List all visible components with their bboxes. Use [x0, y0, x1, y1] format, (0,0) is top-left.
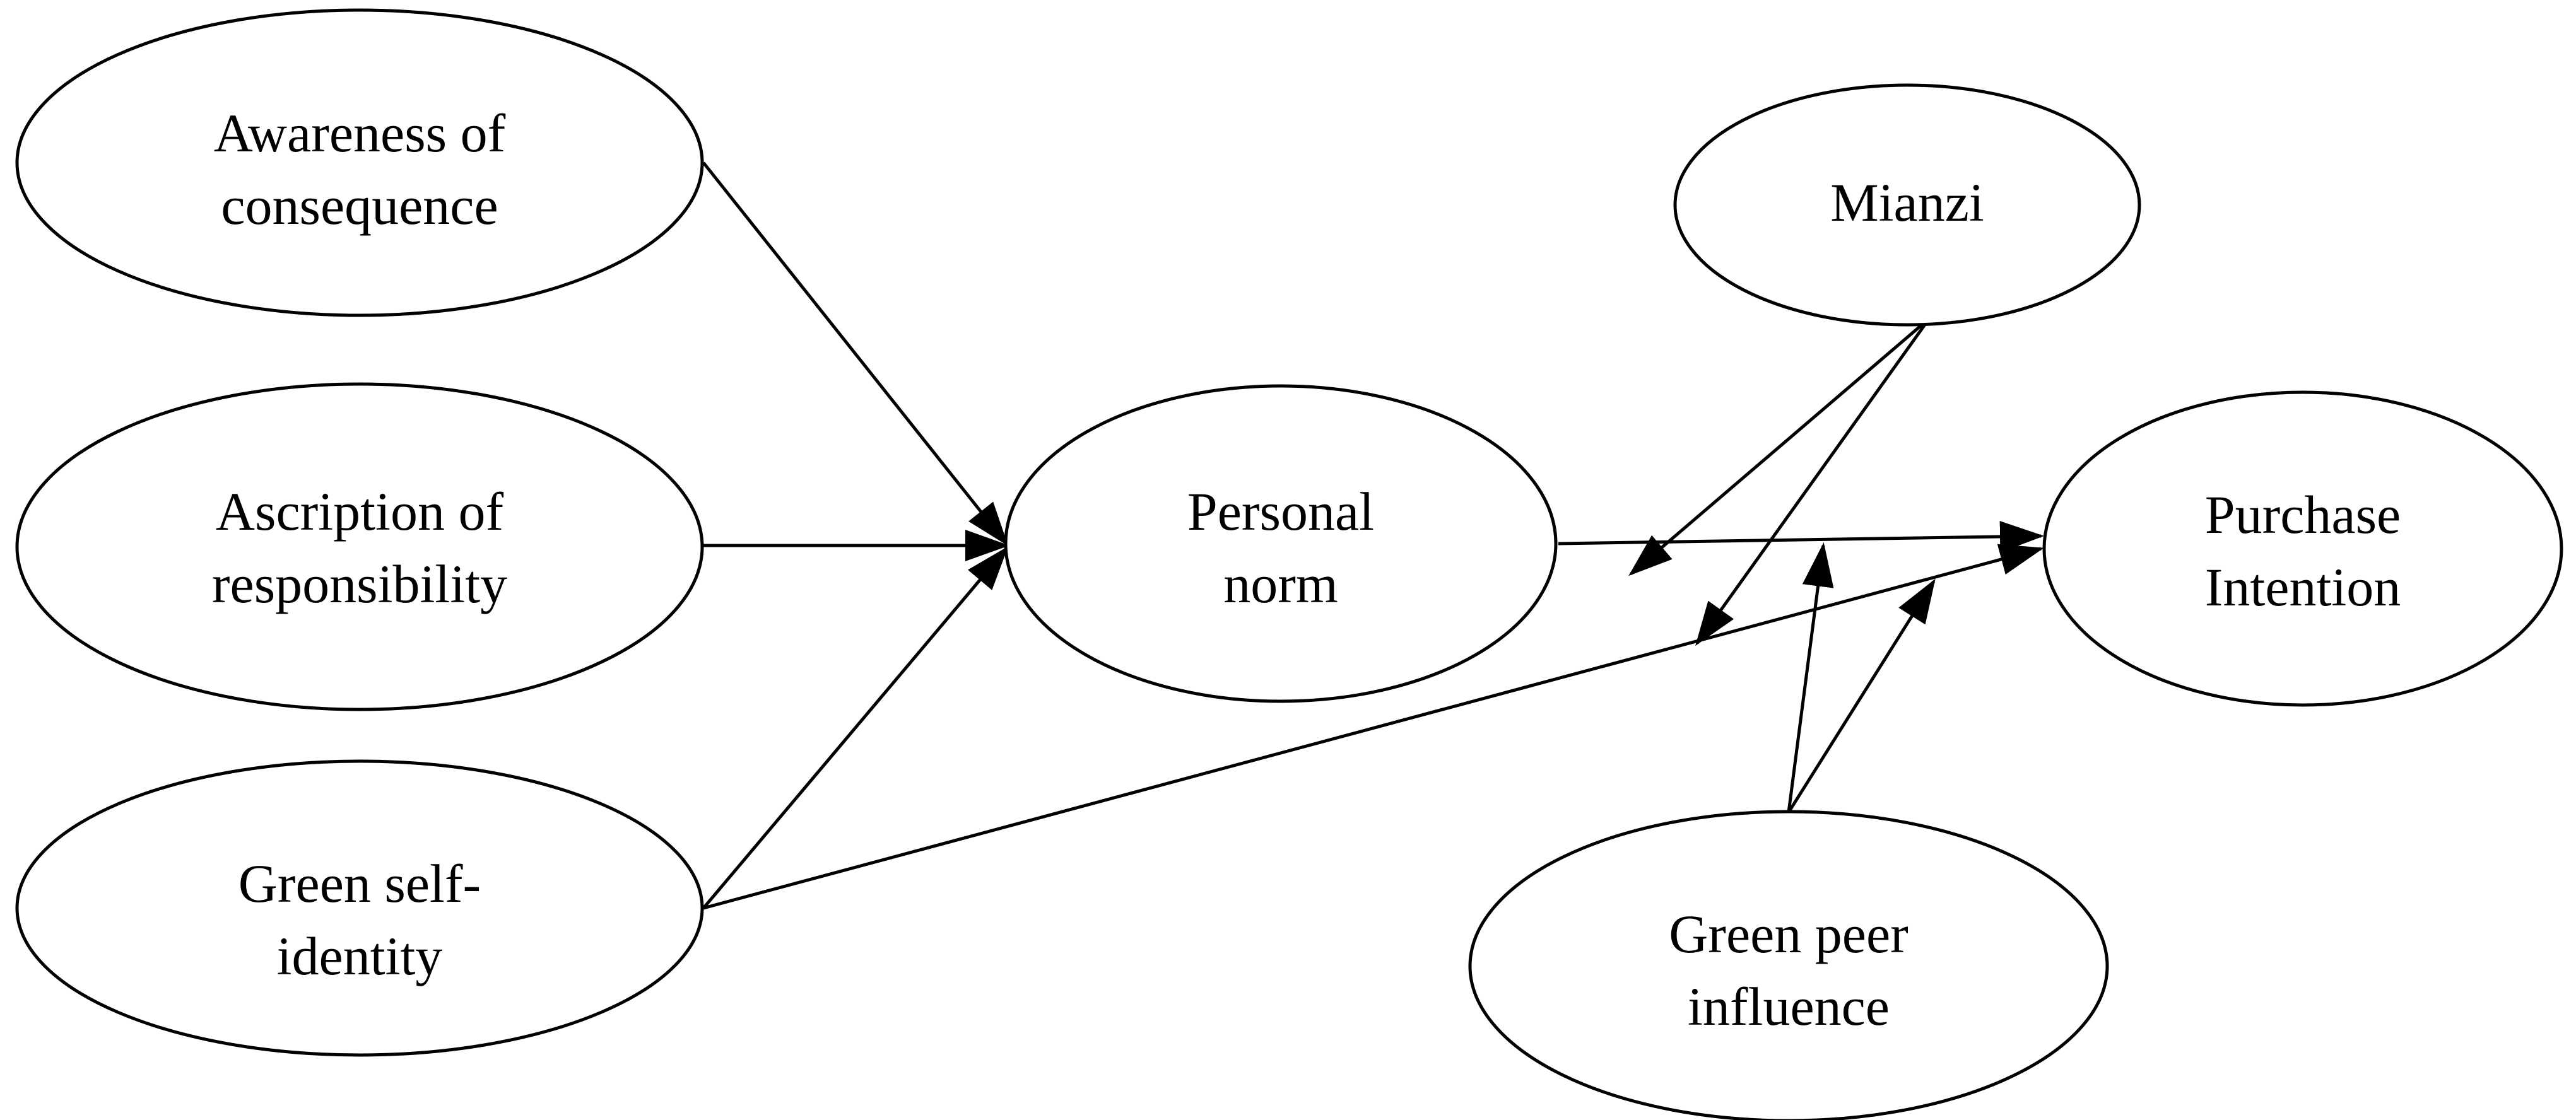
- node-awareness-label-line2: consequence: [221, 175, 498, 236]
- node-personal-norm: Personal norm: [1004, 384, 1558, 703]
- edge-green-self-identity-to-personal-norm: [702, 546, 1009, 909]
- edges: [702, 161, 2044, 910]
- edge-personal-norm-to-purchase-intention: [1558, 521, 2044, 553]
- node-green-self-label-line2: identity: [277, 926, 443, 986]
- node-mianzi-label: Mianzi: [1830, 172, 1984, 233]
- node-personal-norm-label-line1: Personal: [1187, 481, 1374, 542]
- node-personal-norm-label-line2: norm: [1223, 554, 1338, 614]
- node-awareness-label-line1: Awareness of: [214, 103, 506, 163]
- edge-mianzi-to-green-self-path: [1695, 317, 1931, 646]
- node-green-self-identity: Green self- identity: [15, 759, 704, 1057]
- node-ascription-label-line2: responsibility: [212, 554, 507, 614]
- edge-mianzi-to-personal-norm-path: [1628, 317, 1931, 576]
- edge-peer-to-personal-norm-path: [1787, 542, 1834, 813]
- node-ascription-of-responsibility: Ascription of responsibility: [15, 382, 704, 711]
- node-green-self-label-line1: Green self-: [238, 853, 481, 914]
- node-green-peer-influence: Green peer influence: [1468, 810, 2109, 1120]
- edge-peer-to-green-self-path: [1787, 578, 1936, 814]
- node-ascription-label-line1: Ascription of: [216, 481, 504, 542]
- node-peer-label-line1: Green peer: [1669, 904, 1908, 964]
- node-purchase-label-line1: Purchase: [2205, 484, 2401, 545]
- node-awareness-of-consequence: Awareness of consequence: [15, 8, 704, 317]
- edge-green-self-identity-to-purchase-intention: [703, 544, 2044, 910]
- edge-awareness-to-personal-norm: [702, 161, 1009, 546]
- node-mianzi: Mianzi: [1673, 83, 2141, 327]
- node-peer-label-line2: influence: [1688, 976, 1890, 1037]
- node-purchase-label-line2: Intention: [2205, 557, 2401, 617]
- node-purchase-intention: Purchase Intention: [2042, 390, 2563, 707]
